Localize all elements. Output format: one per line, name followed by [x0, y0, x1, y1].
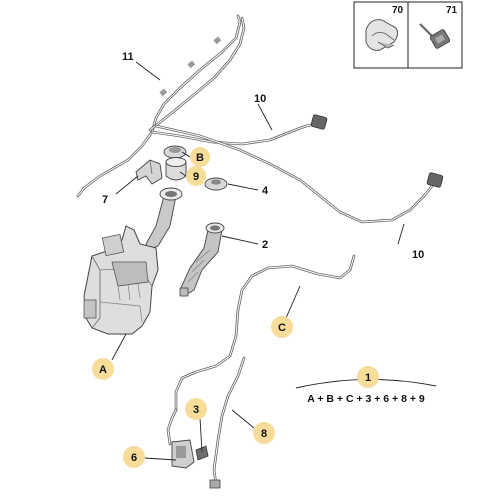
callout-badge-a: A — [92, 358, 114, 380]
kit-formula: A + B + C + 3 + 6 + 8 + 9 — [307, 393, 425, 405]
grommet-9 — [165, 157, 187, 181]
callout-10-upper-text: 10 — [254, 93, 266, 105]
callout-10-upper: 10 — [254, 93, 266, 105]
inset-label-71: 71 — [446, 5, 458, 16]
callout-2-text: 2 — [262, 239, 268, 251]
callout-11-text: 11 — [122, 51, 134, 63]
inset-label-70: 70 — [392, 5, 404, 16]
callout-badge-1: 1 — [357, 366, 379, 388]
callout-1-text: 1 — [365, 372, 371, 384]
hose-c — [166, 254, 356, 446]
callout-7-text: 7 — [102, 194, 108, 206]
callout-10-right: 10 — [412, 249, 424, 261]
callout-a-text: A — [99, 364, 107, 376]
hose-10 — [150, 114, 444, 224]
callout-3-text: 3 — [193, 404, 199, 416]
filler-tube-2 — [179, 222, 225, 297]
callout-badge-b: B — [190, 147, 210, 167]
callout-11: 11 — [122, 51, 134, 63]
grommet-4 — [204, 177, 228, 191]
screw-part-icon — [419, 23, 451, 49]
clip-part-icon — [365, 19, 399, 51]
hose-8 — [209, 356, 246, 489]
callout-b-text: B — [196, 152, 204, 164]
pump-bracket-6 — [171, 439, 209, 469]
bracket-7 — [135, 159, 163, 185]
callout-4-text: 4 — [262, 185, 269, 197]
filler-neck — [145, 187, 183, 251]
callout-badge-6: 6 — [123, 446, 145, 468]
callout-badge-c: C — [271, 316, 293, 338]
callout-6-text: 6 — [131, 452, 137, 464]
hose-11 — [76, 14, 246, 198]
callout-10-right-text: 10 — [412, 249, 424, 261]
callout-badge-9: 9 — [186, 166, 206, 186]
grommet-b — [163, 145, 187, 159]
callout-badge-8: 8 — [253, 422, 275, 444]
callout-4: 4 — [262, 185, 269, 197]
washer-reservoir-a — [83, 225, 159, 335]
callout-2: 2 — [262, 239, 268, 251]
callout-badge-3: 3 — [185, 398, 207, 420]
callout-c-text: C — [278, 322, 286, 334]
callout-9-text: 9 — [193, 171, 199, 183]
inset-parts-box: 70 71 — [353, 1, 463, 69]
callout-8-text: 8 — [261, 428, 267, 440]
callout-7: 7 — [102, 194, 108, 206]
